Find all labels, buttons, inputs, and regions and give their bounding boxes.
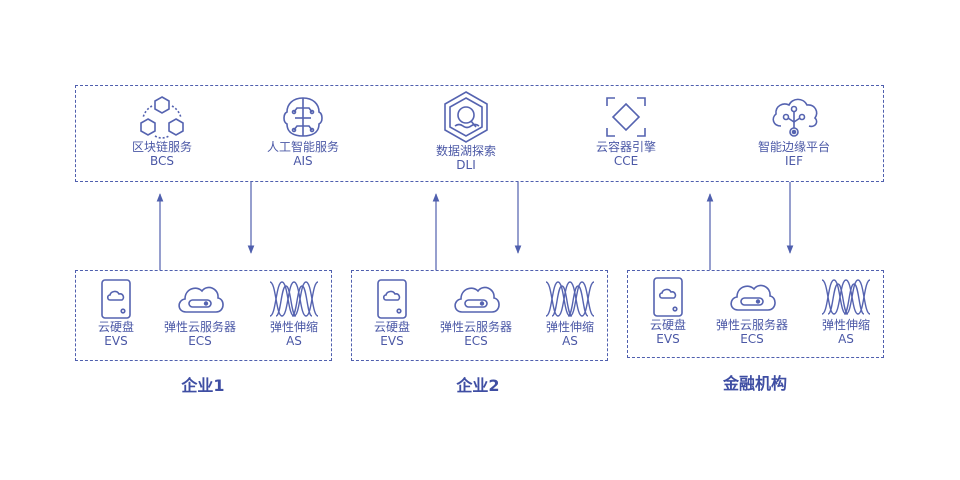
service-name-en: EVS: [104, 334, 128, 348]
service-name-cn: 弹性云服务器: [439, 320, 512, 334]
service-name-en: CCE: [613, 154, 639, 168]
service-name-cn: 云硬盘: [649, 318, 686, 332]
service-bcs: 区块链服务 BCS: [120, 94, 204, 168]
group-1-ecs: 弹性云服务器 ECS: [158, 278, 242, 348]
service-name-cn: 弹性伸缩: [269, 320, 318, 334]
group-2-ecs: 弹性云服务器 ECS: [434, 278, 518, 348]
service-name-en: ECS: [464, 334, 488, 348]
group-3-ecs: 弹性云服务器 ECS: [710, 276, 794, 346]
service-name-en: AS: [562, 334, 578, 348]
group-2-as: 弹性伸缩 AS: [538, 278, 602, 348]
service-ais: 人工智能服务 AIS: [258, 94, 348, 168]
service-name-cn: 弹性云服务器: [715, 318, 788, 332]
group-1-as: 弹性伸缩 AS: [262, 278, 326, 348]
cloud-server-icon: [730, 284, 776, 311]
service-name-en: ECS: [188, 334, 212, 348]
scaling-wave-icon: [821, 279, 871, 315]
cloud-server-icon: [454, 286, 500, 313]
group-2-evs: 云硬盘 EVS: [362, 278, 422, 348]
group-box-1: [75, 270, 332, 361]
service-cce: 云容器引擎 CCE: [584, 94, 668, 168]
service-name-cn: 人工智能服务: [266, 140, 339, 154]
group-label-1: 企业1: [181, 376, 225, 395]
service-name-cn: 智能边缘平台: [757, 140, 830, 154]
data-lake-hexagon-icon: [444, 91, 488, 143]
scaling-wave-icon: [269, 281, 319, 317]
service-name-en: AIS: [293, 154, 313, 168]
service-name-en: IEF: [784, 154, 804, 168]
hard-disk-icon: [653, 277, 683, 317]
group-box-3: [627, 270, 884, 358]
service-name-en: BCS: [149, 154, 175, 168]
service-name-cn: 云硬盘: [97, 320, 134, 334]
hard-disk-icon: [101, 279, 131, 319]
service-ief: 智能边缘平台 IEF: [748, 94, 840, 168]
container-engine-icon: [606, 97, 646, 137]
scaling-wave-icon: [545, 281, 595, 317]
service-name-en: DLI: [456, 158, 476, 172]
service-name-cn: 数据湖探索: [435, 144, 496, 158]
service-name-cn: 云硬盘: [373, 320, 410, 334]
group-1-evs: 云硬盘 EVS: [86, 278, 146, 348]
service-name-cn: 弹性伸缩: [821, 318, 870, 332]
blockchain-hexagon-icon: [140, 96, 184, 139]
group-label-2: 企业2: [456, 376, 500, 395]
hard-disk-icon: [377, 279, 407, 319]
service-name-cn: 弹性云服务器: [163, 320, 236, 334]
service-name-cn: 弹性伸缩: [545, 320, 594, 334]
service-name-en: AS: [838, 332, 854, 346]
service-name-en: EVS: [380, 334, 404, 348]
service-name-en: EVS: [656, 332, 680, 346]
service-dli: 数据湖探索 DLI: [424, 90, 508, 172]
group-3-as: 弹性伸缩 AS: [814, 276, 878, 346]
service-name-cn: 云容器引擎: [595, 140, 656, 154]
cloud-services-box: [75, 85, 884, 182]
service-name-en: AS: [286, 334, 302, 348]
service-name-cn: 区块链服务: [131, 140, 192, 154]
service-name-en: ECS: [740, 332, 764, 346]
ai-brain-icon: [283, 97, 323, 137]
group-label-3: 金融机构: [722, 374, 787, 393]
cloud-server-icon: [178, 286, 224, 313]
edge-cloud-icon: [772, 98, 818, 137]
group-box-2: [351, 270, 608, 361]
group-3-evs: 云硬盘 EVS: [638, 276, 698, 346]
